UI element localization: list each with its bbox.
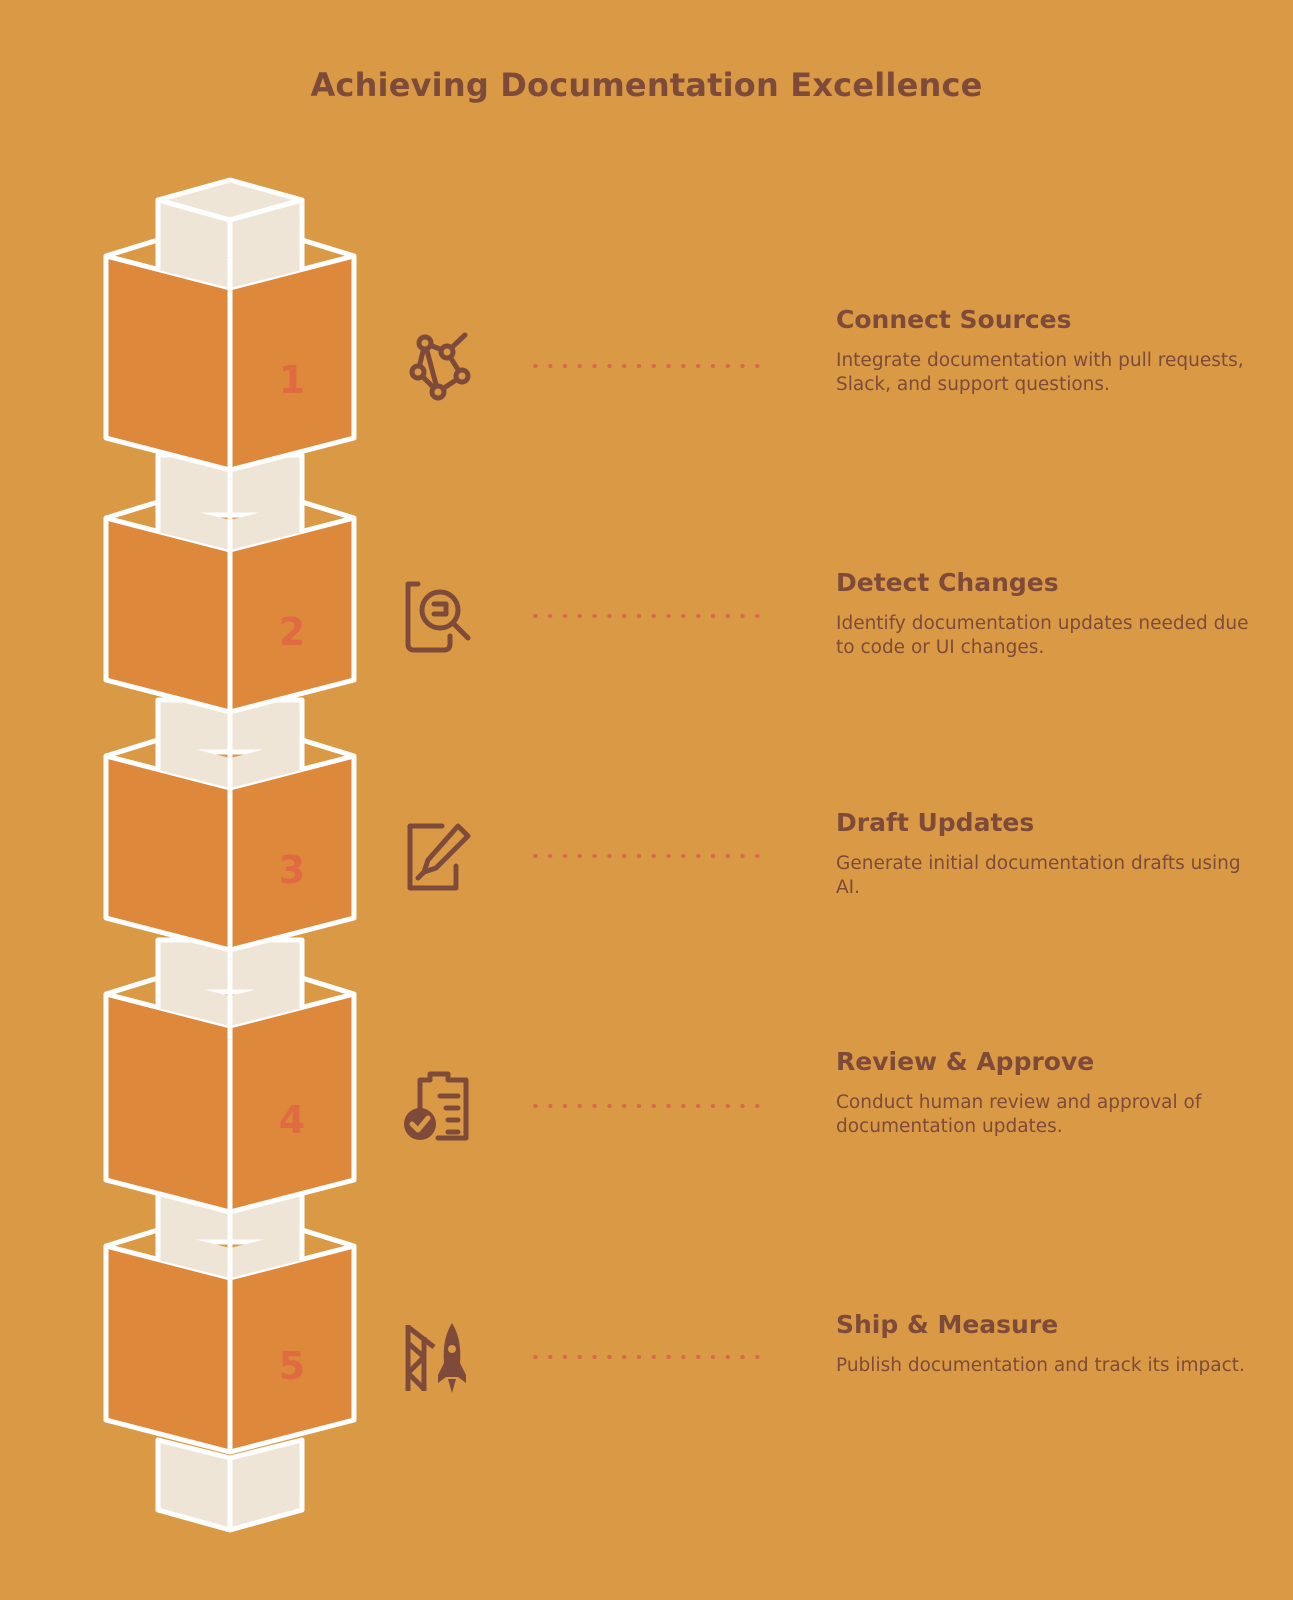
step-number: 2 bbox=[279, 610, 305, 654]
step-title: Connect Sources bbox=[836, 305, 1072, 334]
block-left-face bbox=[103, 1243, 233, 1455]
dotted-connector bbox=[528, 854, 768, 858]
step-block: 5 bbox=[103, 1227, 357, 1455]
step-block: 3 bbox=[103, 737, 357, 953]
block-left-face bbox=[103, 753, 233, 953]
block-right-face bbox=[227, 753, 357, 953]
block-right-face bbox=[227, 991, 357, 1215]
dotted-connector bbox=[528, 1104, 768, 1108]
rocket-launch-icon bbox=[400, 1317, 480, 1397]
step-block: 2 bbox=[103, 499, 357, 715]
clipboard-check-icon bbox=[400, 1066, 480, 1146]
step-block: 4 bbox=[103, 975, 357, 1215]
step-description: Publish documentation and track its impa… bbox=[836, 1355, 1245, 1376]
edit-pen-icon bbox=[400, 816, 480, 896]
dotted-connector bbox=[528, 1355, 768, 1359]
step-title: Draft Updates bbox=[836, 808, 1035, 837]
step-title: Review & Approve bbox=[836, 1047, 1095, 1076]
step-description: Generate initial documentation drafts us… bbox=[836, 853, 1241, 898]
block-right-face bbox=[227, 1243, 357, 1455]
page-title: Achieving Documentation Excellence bbox=[310, 66, 983, 104]
block-tower: 1 2 3 4 5 bbox=[103, 177, 357, 1533]
document-search-icon bbox=[400, 576, 480, 656]
network-nodes-icon bbox=[400, 326, 480, 406]
step-block: 1 bbox=[103, 237, 357, 473]
step-number: 5 bbox=[279, 1344, 305, 1388]
step-number: 1 bbox=[279, 358, 305, 402]
step-description: Integrate documentation with pull reques… bbox=[836, 350, 1244, 395]
block-right-face bbox=[227, 253, 357, 473]
block-left-face bbox=[103, 515, 233, 715]
dotted-connector bbox=[528, 364, 768, 368]
step-number: 3 bbox=[279, 848, 305, 892]
step-description: Identify documentation updates needed du… bbox=[836, 613, 1249, 658]
step-description: Conduct human review and approval of doc… bbox=[836, 1092, 1202, 1137]
step-number: 4 bbox=[279, 1098, 305, 1142]
step-title: Ship & Measure bbox=[836, 1310, 1059, 1339]
block-left-face bbox=[103, 991, 233, 1215]
step-title: Detect Changes bbox=[836, 568, 1059, 597]
block-right-face bbox=[227, 515, 357, 715]
dotted-connector bbox=[528, 614, 768, 618]
block-left-face bbox=[103, 253, 233, 473]
